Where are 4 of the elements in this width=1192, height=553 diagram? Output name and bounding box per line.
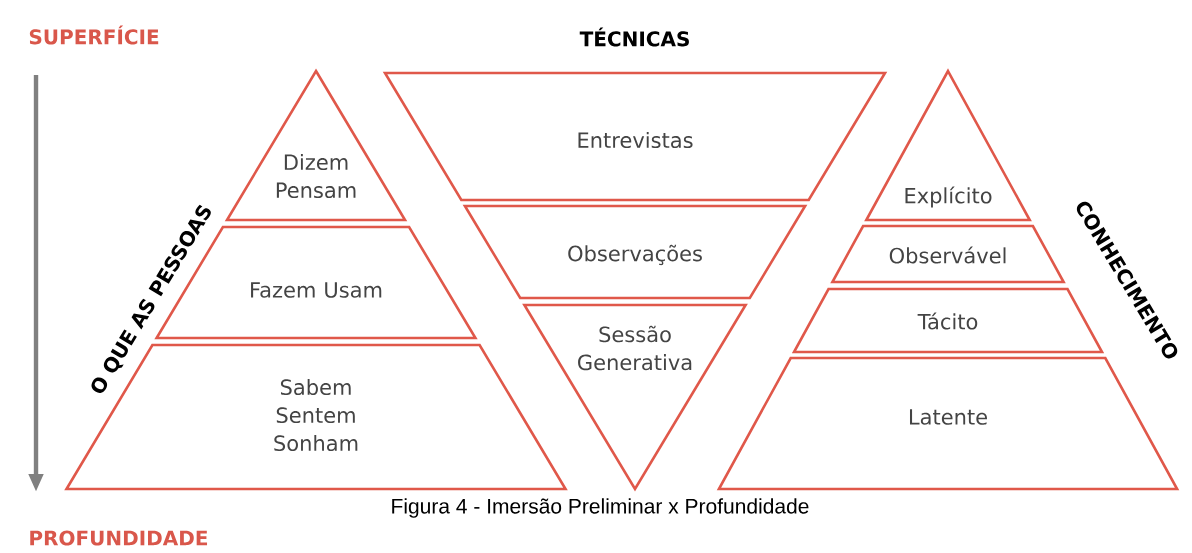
heading: TÉCNICAS <box>579 27 689 47</box>
caption: Figura 4 - Imersão Preliminar x Profundidade <box>392 498 809 518</box>
heading: PROFUNDIDADE <box>30 530 208 546</box>
heading: SUPERFÍCIE <box>29 25 159 45</box>
